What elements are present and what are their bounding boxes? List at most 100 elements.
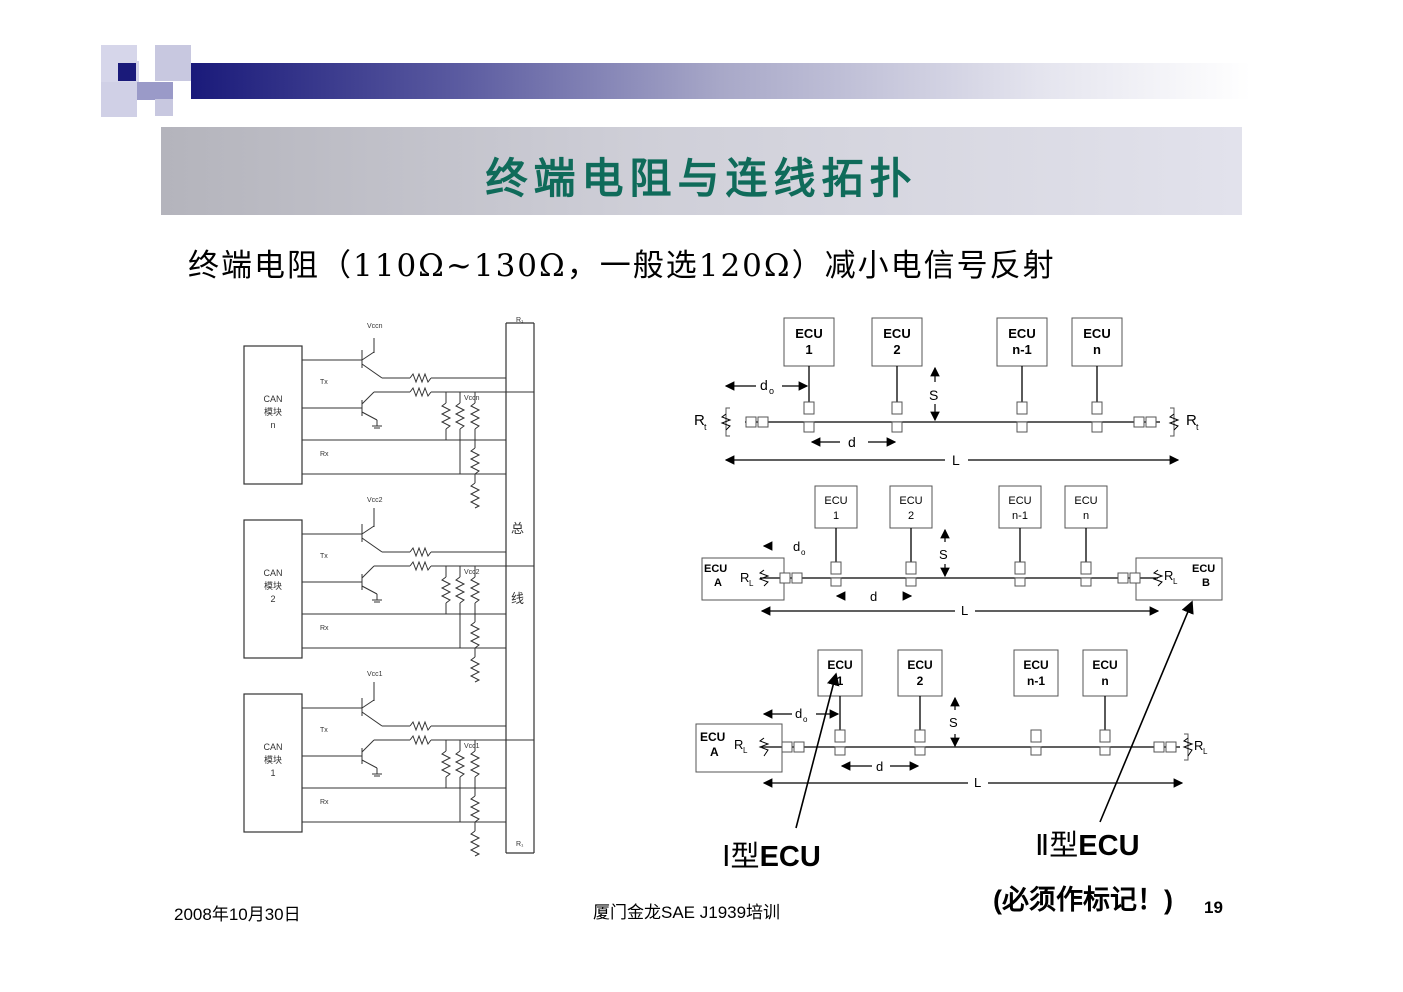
can-module-1: CAN 模块 1 [243,671,534,857]
svg-text:ECU: ECU [883,326,910,341]
svg-text:n-1: n-1 [1027,674,1045,688]
svg-text:1: 1 [805,342,812,357]
svg-text:R: R [1186,412,1197,429]
svg-text:Tx: Tx [320,553,328,560]
svg-text:Vcc1: Vcc1 [367,671,383,678]
svg-text:ECU: ECU [1008,495,1031,507]
svg-text:模块: 模块 [264,754,282,765]
footer-training-title: 厦门金龙SAE J1939培训 [593,903,781,922]
svg-text:A: A [710,745,719,759]
svg-text:ECU: ECU [700,730,725,744]
svg-text:Rx: Rx [320,451,329,458]
type1-ecu-label: Ⅰ型ECU [722,841,821,873]
svg-text:o: o [769,386,774,396]
svg-text:1: 1 [270,768,275,778]
can-circuit-diagram: R₁ R₁ 总 线 CAN 模块 n [243,317,535,857]
svg-text:A: A [714,577,722,589]
svg-text:Rx: Rx [320,799,329,806]
svg-text:2: 2 [917,674,924,688]
bus-topology-diagrams: ECU 1 ECU 2 ECU n-1 ECU n R [694,317,1223,829]
svg-text:Rx: Rx [320,625,329,632]
svg-text:ECU: ECU [1074,495,1097,507]
svg-text:L: L [749,579,754,588]
svg-text:ECU: ECU [1192,563,1215,575]
svg-text:L: L [952,452,960,468]
svg-text:模块: 模块 [264,580,282,591]
svg-text:n: n [270,420,275,430]
title-bar: 终端电阻与连线拓扑 [161,127,1242,215]
svg-text:o: o [801,548,806,557]
svg-text:Tx: Tx [320,727,328,734]
svg-text:L: L [1203,747,1208,756]
type-pointer-arrows [795,600,1194,829]
svg-text:B: B [1202,577,1210,589]
svg-text:S: S [949,715,958,730]
svg-text:S: S [929,387,938,403]
svg-text:2: 2 [893,342,900,357]
svg-text:n-1: n-1 [1012,342,1032,357]
svg-text:R: R [734,737,743,752]
svg-text:1: 1 [833,510,839,522]
page-number: 19 [1204,898,1223,917]
svg-text:ECU: ECU [704,563,727,575]
svg-text:ECU: ECU [1092,658,1117,672]
can-module-2: CAN 模块 2 [243,497,534,683]
svg-text:ECU: ECU [1008,326,1035,341]
r1-bottom-label: R₁ [516,841,524,848]
svg-text:d: d [760,377,768,393]
svg-text:o: o [803,715,808,724]
svg-text:ECU: ECU [907,658,932,672]
footer-date: 2008年10月30日 [174,905,301,924]
svg-text:n: n [1101,674,1108,688]
svg-text:L: L [1173,577,1178,586]
svg-text:S: S [939,547,948,562]
svg-text:2: 2 [270,594,275,604]
svg-text:ECU: ECU [824,495,847,507]
svg-text:d: d [870,589,877,604]
svg-text:L: L [974,775,981,790]
svg-text:d: d [876,759,883,774]
svg-text:CAN: CAN [263,742,282,752]
svg-text:L: L [961,603,968,618]
svg-text:ECU: ECU [795,326,822,341]
svg-text:R: R [1194,738,1203,753]
svg-text:ECU: ECU [827,658,852,672]
bus-label-bottom: 线 [511,591,524,606]
svg-text:d: d [793,539,800,554]
svg-text:CAN: CAN [263,394,282,404]
svg-text:ECU: ECU [1023,658,1048,672]
svg-text:R: R [1164,568,1173,583]
page-title: 终端电阻与连线拓扑 [485,154,918,203]
r1-top-label: R₁ [516,317,524,324]
svg-text:模块: 模块 [264,406,282,417]
svg-text:Vcc2: Vcc2 [464,569,480,576]
type2-ecu-label: Ⅱ型ECU [1035,830,1140,862]
svg-text:R: R [694,412,705,429]
topology-standard: ECU 1 ECU 2 ECU n-1 ECU n R [694,317,1199,468]
svg-text:d: d [848,434,856,450]
svg-text:L: L [743,746,748,755]
svg-text:n-1: n-1 [1012,510,1028,522]
topology-single-ecu-terminated: ECU 1 ECU 2 ECU n-1 ECU n ECU A R [695,649,1208,790]
subtitle: 终端电阻（110Ω~130Ω，一般选120Ω）减小电信号反射 [188,248,1056,284]
svg-text:R: R [740,570,749,585]
svg-text:Vccn: Vccn [367,323,383,330]
svg-text:d: d [795,706,802,721]
svg-text:ECU: ECU [1083,326,1110,341]
svg-text:Vcc1: Vcc1 [464,743,480,750]
bus-label-top: 总 [511,521,524,536]
svg-text:t: t [1196,422,1199,432]
svg-text:Tx: Tx [320,379,328,386]
svg-text:Vccn: Vccn [464,395,480,402]
can-module-n: CAN 模块 n [243,323,534,509]
must-mark-note: (必须作标记！) [993,885,1173,915]
svg-text:n: n [1083,510,1089,522]
svg-text:n: n [1093,342,1101,357]
svg-text:2: 2 [908,510,914,522]
svg-text:ECU: ECU [899,495,922,507]
svg-text:Vcc2: Vcc2 [367,497,383,504]
svg-text:t: t [704,422,707,432]
svg-text:CAN: CAN [263,568,282,578]
svg-text:1: 1 [837,674,844,688]
topology-ecu-terminated: ECU 1 ECU 2 ECU n-1 ECU n ECU A ECU B [701,485,1223,618]
